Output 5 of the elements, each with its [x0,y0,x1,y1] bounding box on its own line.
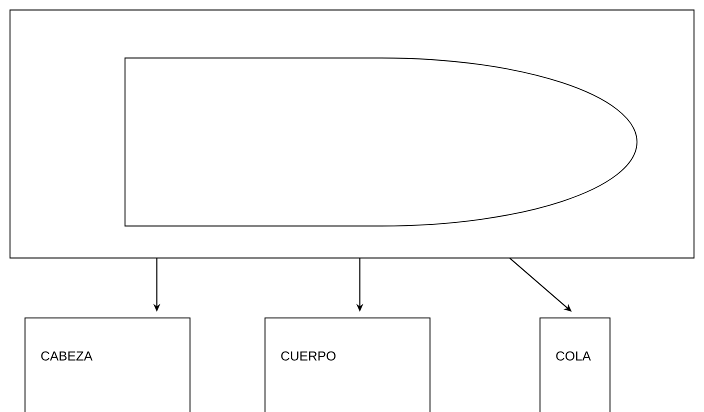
frame-box [10,10,694,258]
label-box: CUERPO [264,318,430,412]
bullet-shape [124,58,638,226]
label-box: CABEZA [24,318,190,412]
label-box: COLA [540,318,610,412]
